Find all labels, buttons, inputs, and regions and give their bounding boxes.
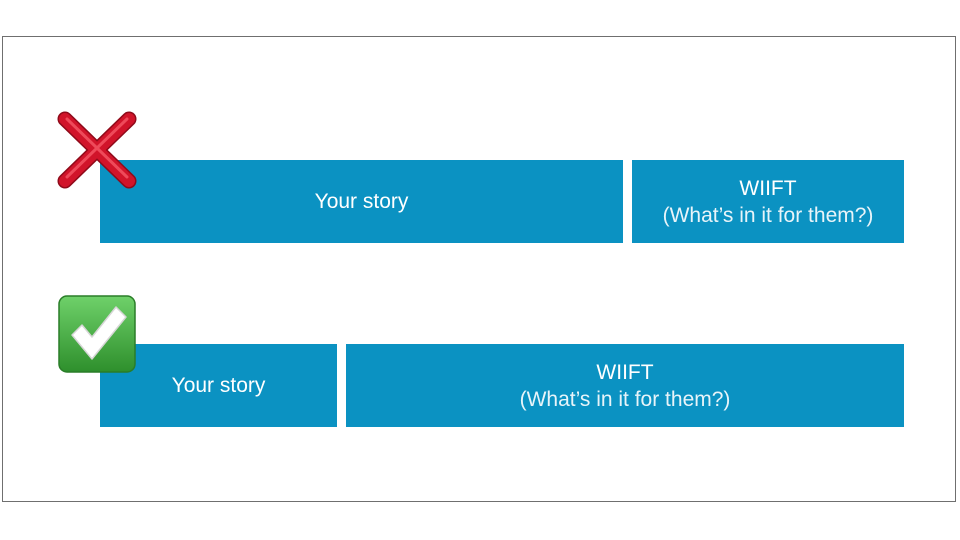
row-1-wiift-bar: WIIFT (What’s in it for them?) [632, 160, 904, 243]
row-1-story-label: Your story [314, 190, 409, 213]
row-1-story-bar: Your story [100, 160, 623, 243]
row-2-story-bar: Your story [100, 344, 337, 427]
slide-frame [2, 36, 956, 502]
row-1-wiift-subtitle: (What’s in it for them?) [662, 203, 874, 227]
row-1-wiift-title: WIIFT [739, 176, 797, 200]
row-2-wiift-title: WIIFT [596, 360, 654, 384]
check-mark-button-icon [58, 295, 136, 373]
cross-mark-icon [56, 110, 138, 190]
row-2-wiift-subtitle: (What’s in it for them?) [519, 387, 731, 411]
row-2-wiift-bar: WIIFT (What’s in it for them?) [346, 344, 904, 427]
row-2-story-label: Your story [171, 374, 266, 397]
